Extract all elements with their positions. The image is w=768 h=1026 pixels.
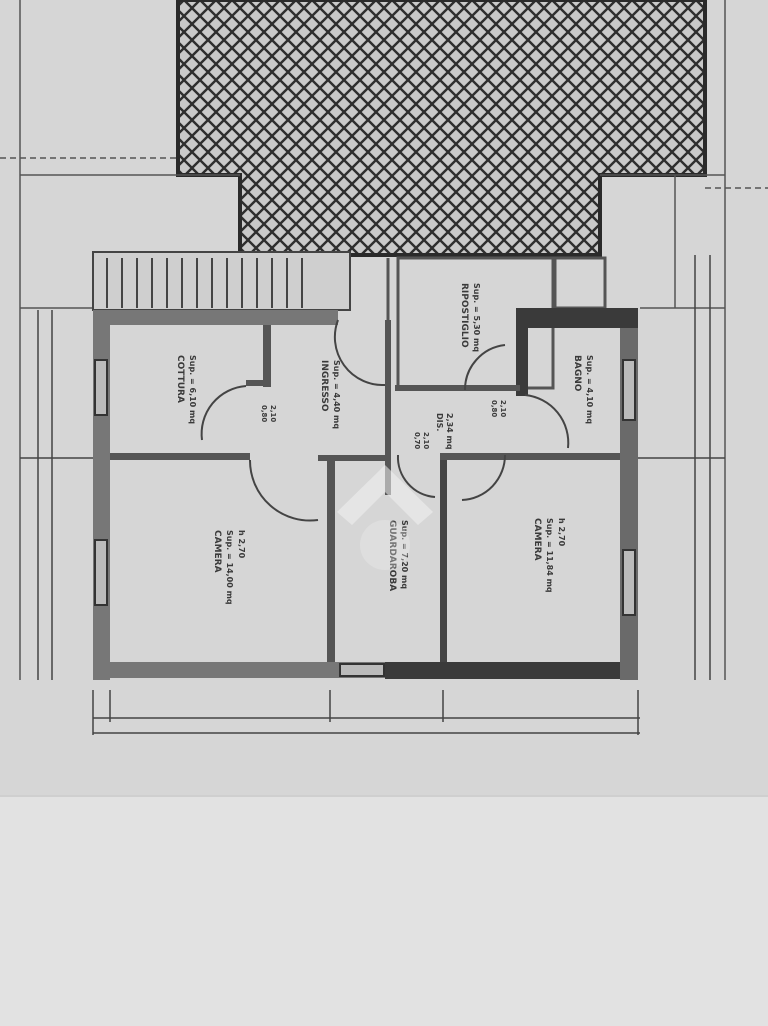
door-label: 0,80 2,10 <box>260 405 277 422</box>
room-height: h 2,70 <box>237 530 246 559</box>
room-name: INGRESSO <box>319 360 329 412</box>
room-disimpegno: DIS. 2,34 mq <box>435 413 454 450</box>
stairs <box>92 251 351 311</box>
svg-text:0,80: 0,80 <box>260 405 268 422</box>
room-ripostiglio: RIPOSTIGLIO Sup. = 5,30 mq <box>459 283 481 352</box>
room-area: Sup. = 14,00 mq <box>225 530 234 605</box>
svg-text:2,10: 2,10 <box>422 432 430 449</box>
room-area: Sup. = 7,20 mq <box>400 520 409 589</box>
room-name: CAMERA <box>532 518 542 561</box>
site-lines <box>0 0 768 680</box>
room-area: Sup. = 5,30 mq <box>472 283 481 352</box>
svg-text:2,10: 2,10 <box>269 405 277 422</box>
svg-text:2,10: 2,10 <box>499 400 507 417</box>
door-swings <box>200 319 570 522</box>
room-area: Sup. = 4,10 mq <box>585 355 594 424</box>
room-camera-1: CAMERA Sup. = 14,00 mq h 2,70 <box>212 530 246 605</box>
room-name: COTTURA <box>175 355 185 403</box>
room-name: DIS. <box>435 413 444 431</box>
door-label: 0,70 2,10 <box>413 432 430 449</box>
room-area: Sup. = 6,10 mq <box>188 355 197 424</box>
dimension-lines <box>20 255 725 735</box>
room-name: RIPOSTIGLIO <box>459 283 469 348</box>
watermark-logo <box>337 465 433 570</box>
table-surface <box>0 795 768 1026</box>
room-height: h 2,70 <box>557 518 566 547</box>
door-label: 0,80 2,10 <box>490 400 507 417</box>
walls <box>93 308 638 680</box>
room-guardaroba: GUARDAROBA Sup. = 7,20 mq <box>387 520 409 591</box>
room-cottura: COTTURA Sup. = 6,10 mq <box>175 355 197 424</box>
room-area: Sup. = 4,40 mq <box>332 360 341 429</box>
room-bagno: BAGNO Sup. = 4,10 mq <box>572 355 594 424</box>
room-name: GUARDAROBA <box>387 520 397 591</box>
room-ingresso: INGRESSO Sup. = 4,40 mq <box>319 360 341 429</box>
terrace-hatched-area <box>176 0 707 257</box>
room-name: CAMERA <box>212 530 222 573</box>
floor-plan: COTTURA Sup. = 6,10 mq INGRESSO Sup. = 4… <box>0 0 768 735</box>
svg-text:0,80: 0,80 <box>490 400 498 417</box>
room-area: 2,34 mq <box>445 413 454 450</box>
svg-text:0,70: 0,70 <box>413 432 421 449</box>
room-area: Sup. = 11,84 mq <box>545 518 554 593</box>
room-name: BAGNO <box>572 355 582 392</box>
room-camera-2: CAMERA Sup. = 11,84 mq h 2,70 <box>532 518 566 593</box>
